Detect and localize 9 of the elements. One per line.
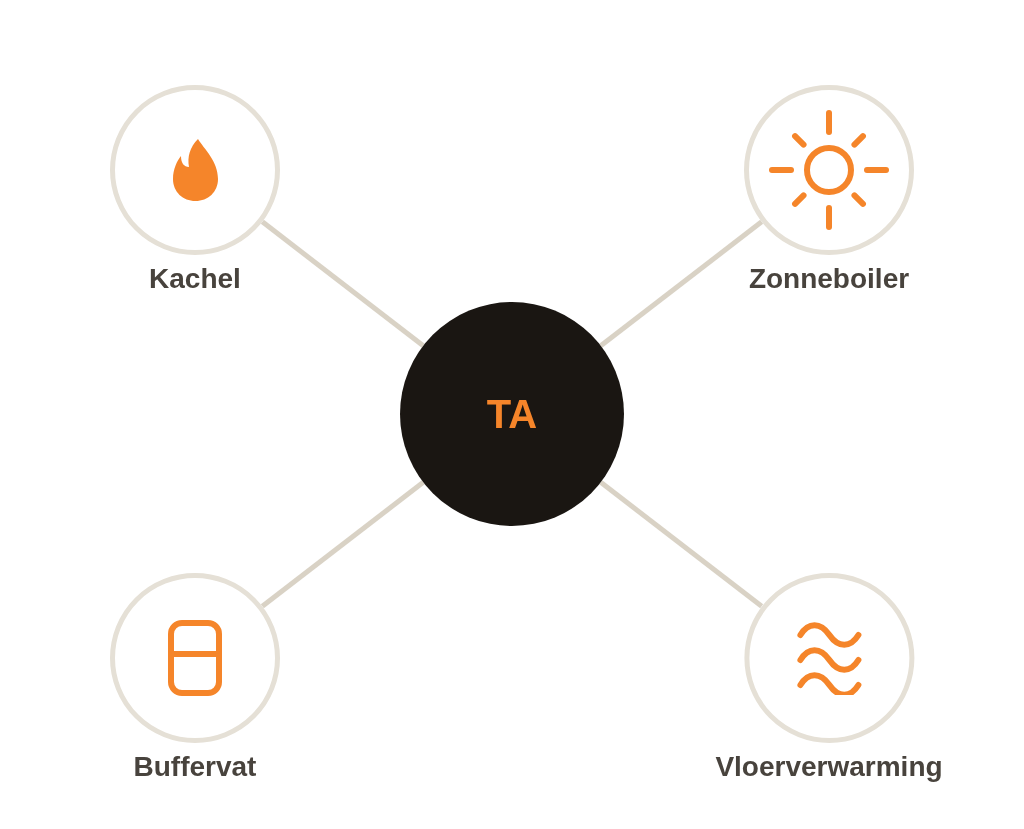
node-label: TA [486, 392, 538, 436]
node-label: Zonneboiler [748, 263, 910, 296]
connector-line [599, 480, 764, 609]
connector-line [260, 219, 425, 348]
connector-line [599, 219, 764, 348]
node-label: Kachel [149, 263, 241, 296]
node-label: Buffervat [133, 751, 257, 784]
connector-line [260, 480, 425, 609]
node-label: Vloerverwarming [715, 751, 943, 784]
